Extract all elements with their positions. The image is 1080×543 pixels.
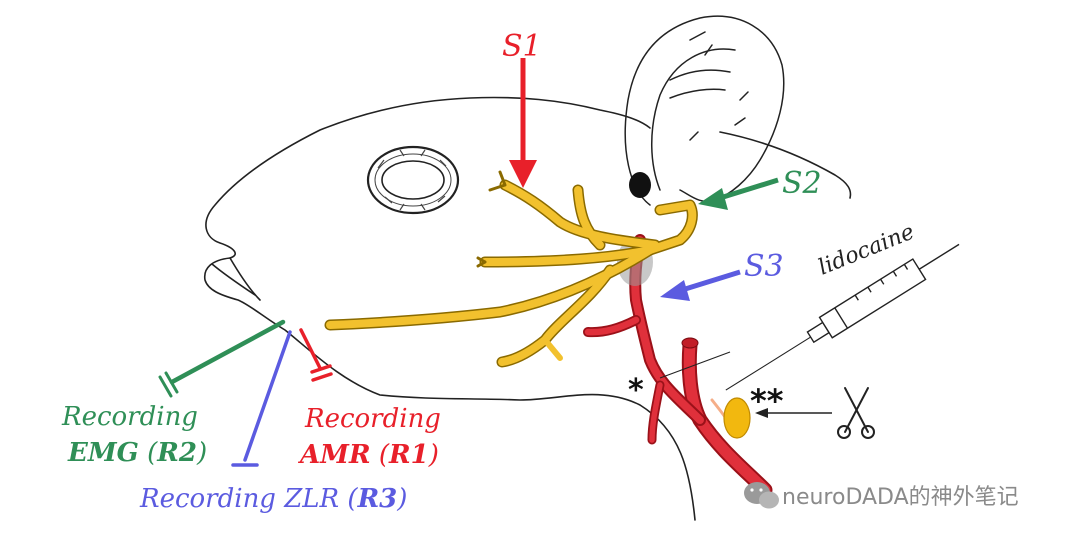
s1-arrow bbox=[509, 58, 537, 188]
zlr-recording-label: Recording ZLR (R3) bbox=[139, 484, 407, 514]
emg-electrode bbox=[158, 319, 286, 398]
emg-recording-name: EMG (R2) bbox=[67, 438, 207, 468]
blood-vessels bbox=[583, 234, 773, 498]
amr-electrode bbox=[299, 328, 333, 382]
emg-recording-label: Recording bbox=[61, 402, 198, 432]
wechat-icon bbox=[744, 482, 779, 509]
amr-bold: AMR bbox=[297, 440, 371, 470]
s2-arrow bbox=[698, 177, 779, 210]
scissors-icon bbox=[837, 387, 875, 439]
watermark-text: neuroDADA的神外笔记 bbox=[782, 485, 1019, 510]
facial-nerve bbox=[324, 170, 698, 368]
emg-bold: EMG bbox=[67, 438, 139, 468]
cut-arrow-head bbox=[755, 408, 768, 418]
emg-code: R2 bbox=[156, 438, 197, 468]
s3-label: S3 bbox=[744, 249, 784, 284]
injection-pointer bbox=[659, 351, 731, 379]
head-outline bbox=[203, 96, 852, 521]
zlr-prefix: Recording ZLR bbox=[139, 484, 339, 514]
single-star-marker: * bbox=[628, 373, 644, 408]
eye-illustration bbox=[366, 145, 460, 215]
zlr-code: R3 bbox=[357, 484, 398, 514]
syringe-icon bbox=[725, 243, 960, 391]
s3-arrow bbox=[660, 269, 741, 301]
zlr-electrode bbox=[231, 330, 292, 467]
amr-code: R1 bbox=[388, 440, 429, 470]
amr-recording-name: AMR (R1) bbox=[297, 440, 439, 470]
double-star-marker: ** bbox=[750, 382, 784, 420]
ear-illustration bbox=[624, 15, 785, 206]
amr-recording-label: Recording bbox=[304, 404, 441, 434]
s1-label: S1 bbox=[502, 29, 542, 64]
fat-pad bbox=[723, 397, 751, 439]
s2-label: S2 bbox=[782, 166, 822, 201]
